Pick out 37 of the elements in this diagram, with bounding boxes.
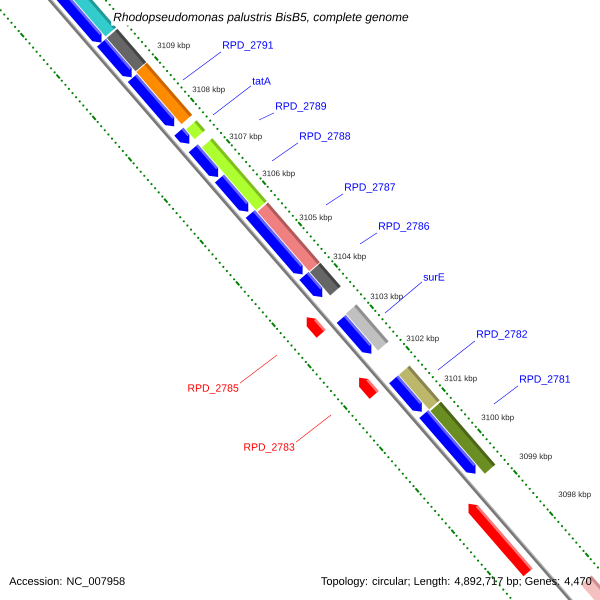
leader-line bbox=[258, 112, 274, 120]
gene-label: RPD_2787 bbox=[345, 183, 396, 193]
tick-label: 3102 kbp bbox=[406, 335, 439, 343]
tick-label: 3100 kbp bbox=[482, 414, 514, 422]
leader-line bbox=[494, 386, 518, 404]
gene-label: RPD_2782 bbox=[477, 330, 528, 340]
leader-line bbox=[182, 52, 222, 80]
leader-line bbox=[384, 282, 422, 314]
gene-label: surE bbox=[424, 273, 444, 281]
leader-line bbox=[438, 340, 476, 370]
gene-label: RPD_2786 bbox=[379, 222, 430, 232]
leader-line bbox=[360, 232, 378, 244]
tick-label: 3104 kbp bbox=[334, 253, 366, 261]
gene-label: RPD_2791 bbox=[223, 41, 274, 51]
tick-label: 3098 kbp bbox=[558, 491, 591, 499]
leader-line bbox=[326, 194, 344, 206]
title: Rhodopseudomonas palustris BisB5, complete genome bbox=[111, 10, 411, 26]
tick-label: 3106 kbp bbox=[262, 170, 295, 178]
gene-label: RPD_2785 bbox=[188, 384, 238, 394]
tick-label: 3105 kbp bbox=[300, 214, 332, 222]
gene-label: RPD_2788 bbox=[300, 132, 350, 142]
tick-label: 3109 kbp bbox=[158, 42, 190, 50]
leader-line bbox=[212, 86, 252, 116]
tick-label: 3099 kbp bbox=[520, 453, 552, 461]
leader-line bbox=[272, 142, 298, 162]
gene-label: RPD_2789 bbox=[276, 102, 326, 112]
gene-label: RPD_2783 bbox=[244, 443, 294, 453]
tick-label: 3103 kbp bbox=[370, 293, 403, 301]
genome-info-text: Topology: circular; Length: 4,892,717 bp; Genes: 4,470 bbox=[321, 576, 592, 588]
leader-line bbox=[240, 354, 278, 384]
leader-line bbox=[296, 414, 332, 442]
tick-label: 3108 kbp bbox=[192, 86, 225, 94]
tick-label: 3107 kbp bbox=[230, 133, 262, 141]
gene-label: RPD_2781 bbox=[520, 375, 570, 385]
accession-text: Accession: NC_007958 bbox=[9, 576, 125, 588]
gene-label: tatA bbox=[252, 77, 271, 85]
tick-label: 3101 kbp bbox=[444, 375, 477, 383]
